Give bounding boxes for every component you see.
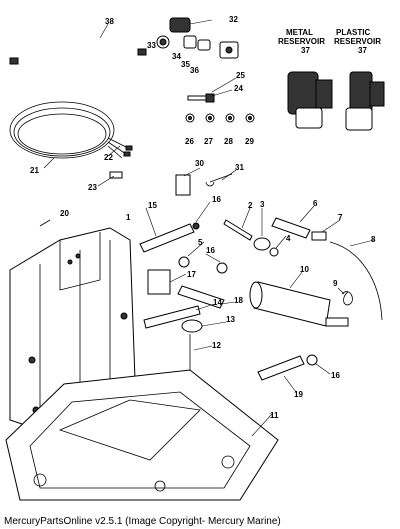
callout-29: 29 [245,137,254,146]
fuse-23 [109,171,123,179]
callout-38: 38 [105,17,114,26]
callout-13: 13 [226,315,235,324]
nut-4 [269,247,279,257]
callout-22: 22 [104,153,113,162]
nut-16b [216,262,228,274]
callout-33: 33 [147,41,156,50]
fitting-7 [311,231,327,241]
callout-21: 21 [30,166,39,175]
callout-16b: 16 [206,246,215,255]
clip-9 [341,291,353,306]
callout-7: 7 [338,213,343,222]
screw-20 [39,219,51,227]
callout-17: 17 [187,270,196,279]
hose-8 [329,241,383,321]
callout-35: 35 [181,60,190,69]
callout-12: 12 [212,341,221,350]
hose-38 [9,43,147,65]
callout-26: 26 [185,137,194,146]
bolt-24-25 [187,93,215,103]
plastic-reservoir-number: 37 [358,46,367,55]
callout-20: 20 [60,209,69,218]
callout-23: 23 [88,183,97,192]
callout-11: 11 [270,411,279,420]
spacer-5 [178,256,190,268]
callout-8: 8 [371,235,376,244]
plastic-reservoir-illustration [345,71,385,131]
callout-27: 27 [204,137,213,146]
callout-32: 32 [229,15,238,24]
nut-16c [306,354,318,366]
callout-4: 4 [286,234,291,243]
leader-lines [43,19,375,437]
callout-36: 36 [190,66,199,75]
callout-34: 34 [172,52,181,61]
callout-19: 19 [294,390,303,399]
pivot-pin-15 [139,222,200,253]
pin-6 [271,217,311,239]
callout-16c: 16 [331,371,340,380]
fitting-assembly [156,17,239,59]
pin-19 [257,355,305,381]
base-plate-11 [5,369,279,501]
callout-14: 14 [213,298,222,307]
pin-14 [143,305,201,329]
callout-25: 25 [236,71,245,80]
callout-5: 5 [198,238,203,247]
callout-10: 10 [300,265,309,274]
callout-9: 9 [333,279,338,288]
callout-3: 3 [260,200,265,209]
spacer-tube-18 [177,285,225,309]
metal-reservoir-number: 37 [301,46,310,55]
callout-30: 30 [195,159,204,168]
wiring-harness-21 [9,101,133,159]
washers-26-29 [185,113,255,123]
washer-13 [181,319,203,333]
bolt-2 [223,219,253,241]
callout-31: 31 [235,163,244,172]
callout-15: 15 [148,201,157,210]
callout-2: 2 [248,201,253,210]
pin-30 [175,174,191,196]
metal-reservoir-illustration [287,71,333,129]
callout-24: 24 [234,84,243,93]
cylinder-10 [249,281,349,327]
callout-1: 1 [126,213,131,222]
washer-3 [253,237,271,251]
metal-reservoir-label-line1: METAL [286,28,313,37]
callout-28: 28 [224,137,233,146]
plastic-reservoir-label-line1: PLASTIC [336,28,370,37]
plastic-reservoir-label-line2: RESERVOIR [334,37,381,46]
callout-labels: 38 32 33 34 35 36 25 24 26 27 28 29 22 2… [30,15,376,420]
metal-reservoir-label-line2: RESERVOIR [278,37,325,46]
block-17 [147,269,171,295]
callout-6: 6 [313,199,318,208]
callout-16a: 16 [212,195,221,204]
copyright-footer: MercuryPartsOnline v2.5.1 (Image Copyrig… [4,516,281,527]
callout-18: 18 [234,296,243,305]
